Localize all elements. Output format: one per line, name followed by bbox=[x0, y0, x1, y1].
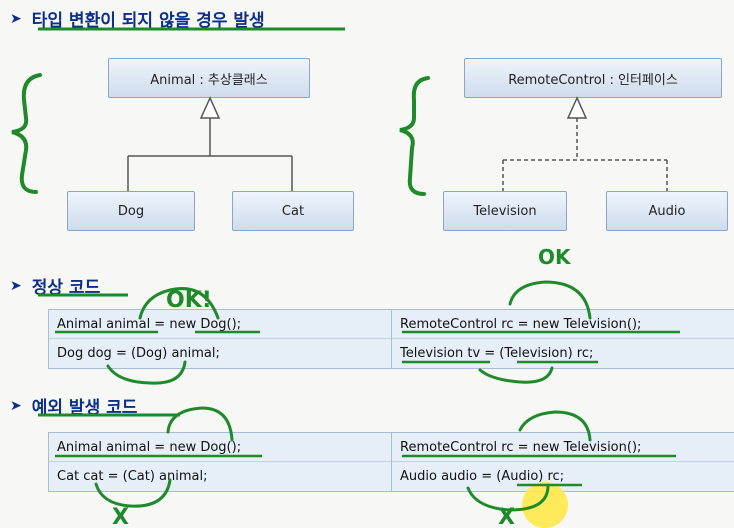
class-box-cat: Cat bbox=[232, 191, 354, 231]
annotation-x-1: X bbox=[112, 505, 129, 527]
annotation-x-2: X bbox=[498, 505, 515, 527]
class-label-cat: Cat bbox=[281, 203, 305, 219]
interface-label-remotecontrol: RemoteControl : 인터페이스 bbox=[508, 72, 678, 88]
class-box-audio: Audio bbox=[606, 191, 728, 231]
code-cell: Television tv = (Television) rc; bbox=[400, 346, 594, 361]
code-cell: RemoteControl rc = new Television(); bbox=[392, 433, 734, 462]
class-box-dog: Dog bbox=[67, 191, 195, 231]
class-box-television: Television bbox=[443, 191, 567, 231]
brace-right-icon bbox=[399, 76, 430, 196]
bullet-arrow-icon: ➤ bbox=[10, 10, 22, 27]
interface-box-remotecontrol: RemoteControl : 인터페이스 bbox=[464, 58, 722, 98]
code-cell: Animal animal = new Dog(); bbox=[49, 433, 392, 462]
code-cell: Audio audio = (Audio) rc; bbox=[400, 469, 565, 484]
section-title-type-not-converted: 타입 변환이 되지 않을 경우 발생 bbox=[31, 11, 265, 31]
brace-left-icon bbox=[11, 73, 42, 194]
section-title-normal-code: 정상 코드 bbox=[31, 278, 101, 298]
code-cell: Animal animal = new Dog(); bbox=[49, 310, 392, 339]
bullet-arrow-icon: ➤ bbox=[10, 277, 22, 294]
class-box-animal: Animal : 추상클래스 bbox=[108, 58, 310, 98]
section-exception-code: ➤ 예외 발생 코드 bbox=[10, 393, 138, 419]
cursor-highlight bbox=[522, 482, 568, 528]
section-type-not-converted: ➤ 타입 변환이 되지 않을 경우 발생 bbox=[10, 6, 265, 32]
implementation-connector bbox=[502, 118, 668, 191]
bullet-arrow-icon: ➤ bbox=[10, 397, 22, 414]
class-label-dog: Dog bbox=[117, 203, 145, 219]
exception-code-table: Animal animal = new Dog(); RemoteControl… bbox=[48, 432, 734, 492]
code-cell: Dog dog = (Dog) animal; bbox=[49, 339, 392, 368]
class-label-television: Television bbox=[473, 203, 537, 219]
curve-arrow-icon bbox=[478, 366, 554, 384]
inheritance-connector bbox=[127, 118, 293, 191]
annotation-ok-2: OK bbox=[538, 245, 572, 269]
implementation-arrowhead-icon bbox=[566, 96, 588, 119]
section-title-exception-code: 예외 발생 코드 bbox=[31, 398, 138, 418]
class-label-audio: Audio bbox=[648, 203, 686, 219]
normal-code-table: Animal animal = new Dog(); RemoteControl… bbox=[48, 309, 734, 369]
class-label-animal: Animal : 추상클래스 bbox=[150, 72, 268, 88]
code-cell: RemoteControl rc = new Television(); bbox=[392, 310, 734, 339]
inheritance-arrowhead-icon bbox=[199, 96, 221, 119]
section-normal-code: ➤ 정상 코드 bbox=[10, 273, 101, 299]
code-cell: Cat cat = (Cat) animal; bbox=[49, 462, 392, 491]
